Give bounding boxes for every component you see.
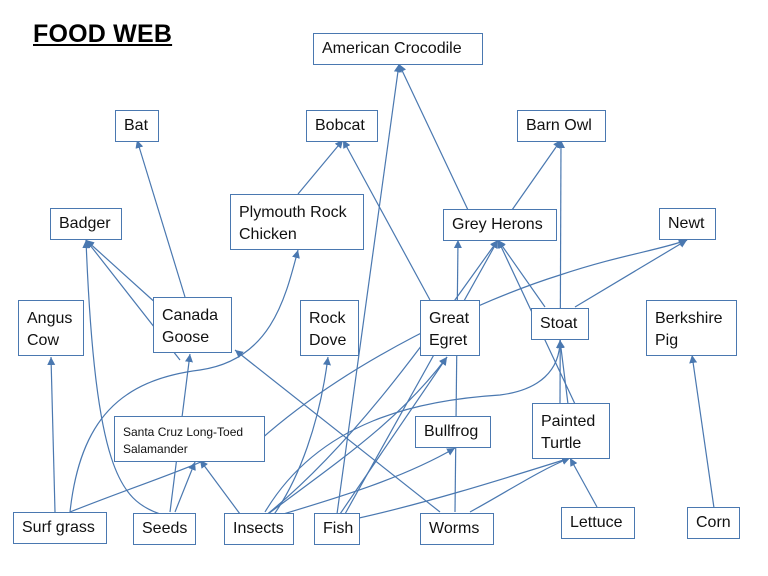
node-bullfrog: Bullfrog	[415, 416, 491, 448]
node-stoat: Stoat	[531, 308, 589, 340]
node-berkshire-pig: Berkshire Pig	[646, 300, 737, 356]
edge-fish-to-turtle	[349, 456, 571, 521]
edge-lettuce-to-turtle	[569, 457, 598, 508]
edge-goose-to-bat	[135, 139, 186, 298]
edge-seeds-to-salamander	[174, 461, 196, 513]
edge-corn-to-pig	[689, 354, 715, 509]
edge-turtle-to-stoat	[557, 339, 569, 405]
node-newt: Newt	[659, 208, 716, 240]
edge-stoat-to-greyherons	[497, 239, 546, 308]
node-angus-cow: Angus Cow	[18, 300, 84, 356]
edge-stoat-to-newt	[574, 239, 688, 308]
edge-insects-to-greyherons	[264, 239, 499, 517]
node-bat: Bat	[115, 110, 159, 142]
edge-insects-to-stoat	[264, 339, 564, 513]
node-fish: Fish	[314, 513, 360, 545]
node-canada-goose: Canada Goose	[153, 297, 232, 353]
node-badger: Badger	[50, 208, 122, 240]
edge-goose-to-badger	[85, 239, 159, 306]
edge-insects-to-bullfrog	[269, 447, 456, 519]
node-lettuce: Lettuce	[561, 507, 635, 539]
edge-fish-to-egret	[339, 356, 448, 515]
edge-worms-to-goose	[234, 349, 441, 513]
node-insects: Insects	[224, 513, 294, 545]
node-seeds: Seeds	[133, 513, 196, 545]
node-surf-grass: Surf grass	[13, 512, 107, 544]
node-plymouth-rock-chicken: Plymouth Rock Chicken	[230, 194, 364, 250]
diagram-title: FOOD WEB	[33, 20, 173, 48]
edge-insects-to-salamander	[199, 459, 241, 515]
node-barn-owl: Barn Owl	[517, 110, 606, 142]
edge-egret-to-bobcat	[342, 139, 431, 301]
edge-greyherons-to-crocodile	[398, 63, 469, 211]
node-worms: Worms	[420, 513, 494, 545]
node-painted-turtle: Painted Turtle	[532, 403, 610, 459]
edge-surfgrass-to-cow	[47, 356, 56, 513]
node-grey-herons: Grey Herons	[443, 209, 557, 241]
node-american-crocodile: American Crocodile	[313, 33, 483, 65]
edge-surfgrass-to-chicken	[69, 249, 300, 513]
node-rock-dove: Rock Dove	[300, 300, 359, 356]
edge-greyherons-to-barnowl	[511, 139, 562, 211]
node-corn: Corn	[687, 507, 740, 539]
edge-chicken-to-bobcat	[297, 139, 344, 195]
edge-seeds-to-badger	[82, 239, 161, 515]
node-santa-cruz-salamander: Santa Cruz Long-Toed Salamander	[114, 416, 265, 462]
edge-insects-to-dove	[269, 356, 331, 521]
edge-turtle-to-barnowl	[556, 139, 565, 405]
edge-salamander-to-newt	[259, 239, 688, 441]
edge-insects-to-egret	[267, 356, 448, 515]
node-bobcat: Bobcat	[306, 110, 378, 142]
node-great-egret: Great Egret	[420, 300, 480, 356]
edge-worms-to-bullfrog	[453, 239, 462, 513]
edge-worms-to-turtle	[469, 457, 571, 513]
